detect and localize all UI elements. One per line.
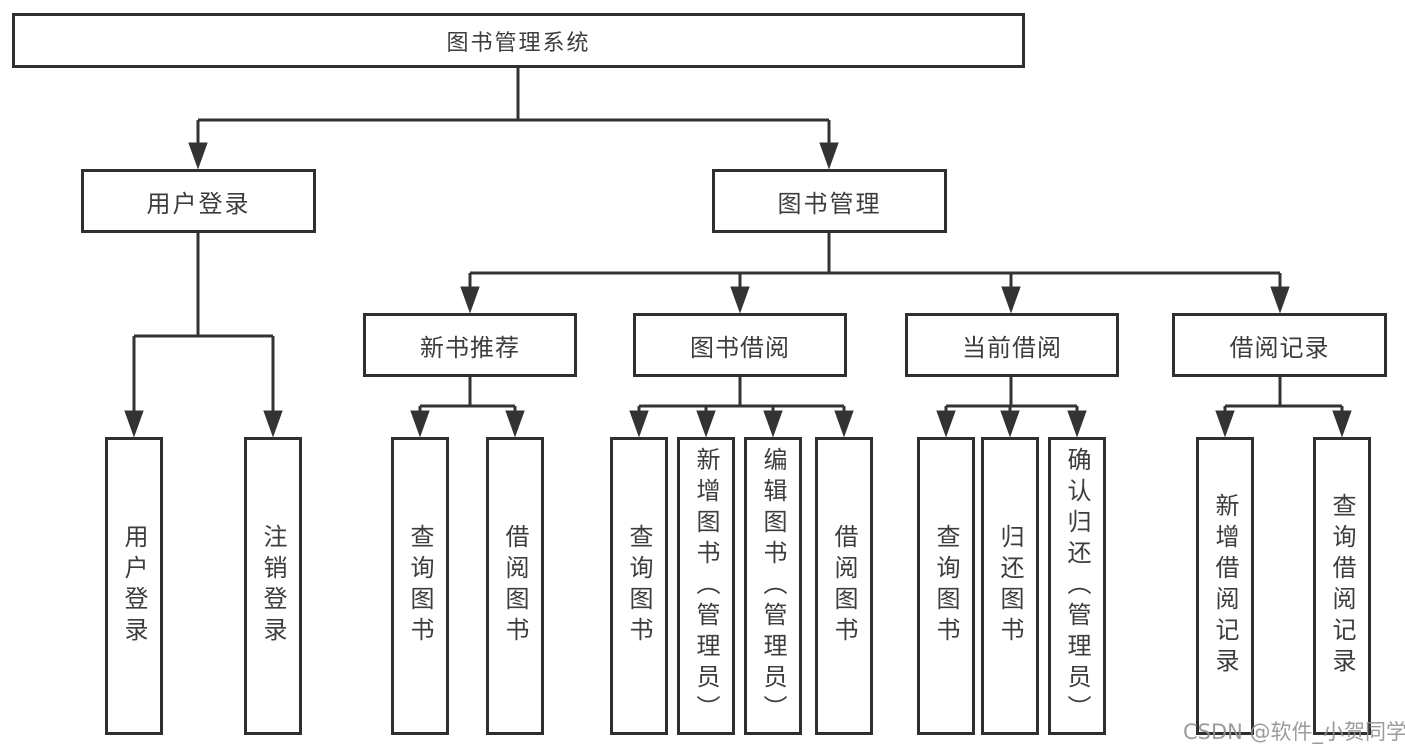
node-new-book-recommend: 新书推荐	[363, 313, 577, 377]
leaf-label: 新增图书（管理员）	[692, 446, 720, 726]
leaf-label: 用户登录	[120, 524, 148, 648]
node-book-borrowing: 图书借阅	[633, 313, 847, 377]
leaf-add-borrow-record: 新增借阅记录	[1196, 437, 1254, 735]
leaf-confirm-return-admin: 确认归还（管理员）	[1048, 437, 1106, 735]
leaf-label: 确认归还（管理员）	[1063, 446, 1091, 726]
leaf-label: 查询图书	[406, 524, 434, 648]
leaf-borrow-books-recommend: 借阅图书	[486, 437, 544, 735]
leaf-label: 查询图书	[932, 524, 960, 648]
leaf-logout: 注销登录	[244, 437, 302, 735]
node-borrowing-records: 借阅记录	[1172, 313, 1387, 377]
leaf-edit-books-admin: 编辑图书（管理员）	[744, 437, 802, 735]
csdn-watermark: CSDN @软件_小贺同学	[1183, 720, 1405, 744]
leaf-query-books-borrowing: 查询图书	[610, 437, 668, 735]
leaf-query-borrow-record: 查询借阅记录	[1313, 437, 1371, 735]
node-library-management-system: 图书管理系统	[12, 13, 1025, 68]
leaf-query-books-current: 查询图书	[917, 437, 975, 735]
leaf-label: 归还图书	[996, 524, 1024, 648]
leaf-label: 新增借阅记录	[1211, 493, 1239, 679]
leaf-user-login: 用户登录	[105, 437, 163, 735]
leaf-label: 注销登录	[259, 524, 287, 648]
leaf-label: 查询图书	[625, 524, 653, 648]
leaf-label: 借阅图书	[830, 524, 858, 648]
node-current-borrowing: 当前借阅	[905, 313, 1119, 377]
leaf-label: 编辑图书（管理员）	[759, 446, 787, 726]
node-book-management: 图书管理	[712, 169, 947, 233]
leaf-label: 借阅图书	[501, 524, 529, 648]
leaf-add-books-admin: 新增图书（管理员）	[677, 437, 735, 735]
leaf-return-books: 归还图书	[981, 437, 1039, 735]
node-user-login: 用户登录	[81, 169, 316, 233]
leaf-query-books-recommend: 查询图书	[391, 437, 449, 735]
leaf-borrow-books: 借阅图书	[815, 437, 873, 735]
leaf-label: 查询借阅记录	[1328, 493, 1356, 679]
